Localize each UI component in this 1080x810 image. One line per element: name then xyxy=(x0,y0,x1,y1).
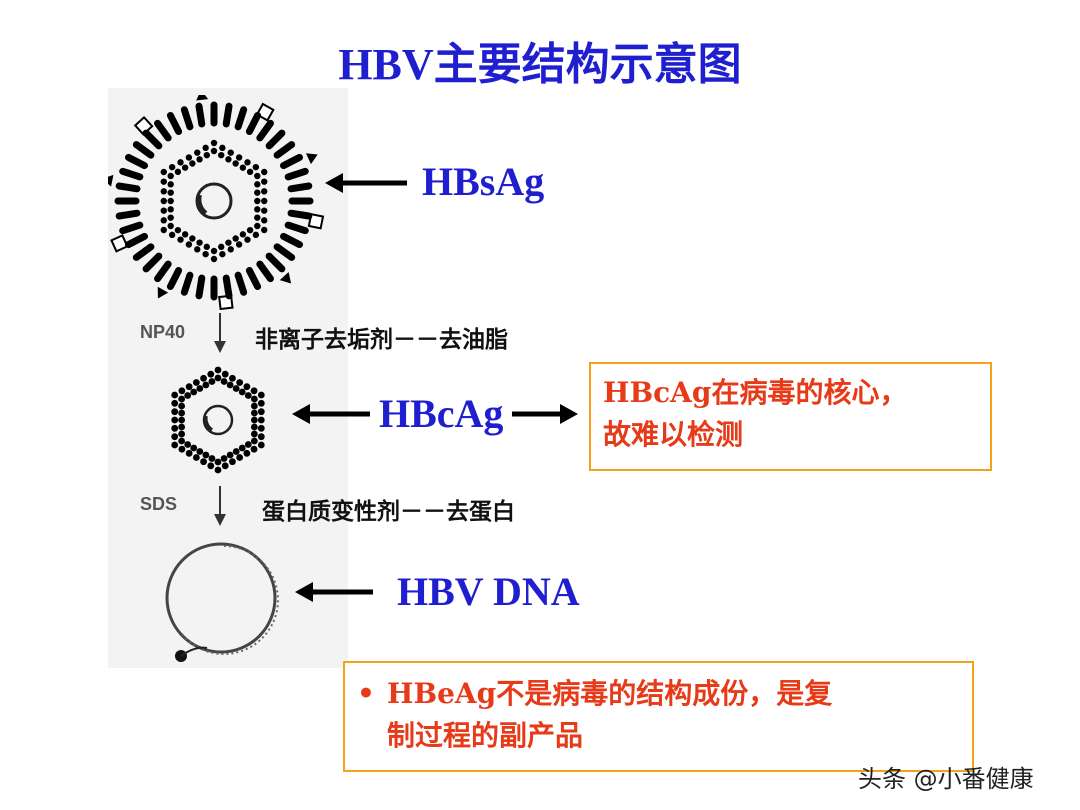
capsid-illustration xyxy=(171,366,265,474)
arrow-down-icon xyxy=(214,486,226,526)
arrow-down-icon xyxy=(214,313,226,353)
arrow-left-icon xyxy=(292,404,370,424)
bullet-icon: • xyxy=(357,677,375,710)
step-tag-sds: SDS xyxy=(140,494,178,514)
arrow-right-icon xyxy=(512,404,578,424)
step-text-np40: 非离子去垢剂－－去油脂 xyxy=(255,327,508,353)
hbcag-note-line2: 故难以检测 xyxy=(603,418,744,451)
page-title: HBV主要结构示意图 xyxy=(338,40,742,89)
arrow-left-icon xyxy=(295,582,373,602)
step-text-sds: 蛋白质变性剂－－去蛋白 xyxy=(262,499,515,525)
label-hbv-dna: HBV DNA xyxy=(397,569,580,614)
hbeag-note-box: • HBeAg不是病毒的结构成份，是复 制过程的副产品 xyxy=(343,661,974,772)
label-hbcag: HBcAg xyxy=(379,391,504,436)
dna-illustration xyxy=(165,542,279,662)
hbeag-note-line2: 制过程的副产品 xyxy=(387,719,584,752)
hbeag-note-line1: HBeAg不是病毒的结构成份，是复 xyxy=(387,677,833,710)
label-hbsag: HBsAg xyxy=(422,159,545,204)
arrow-left-icon xyxy=(325,173,407,193)
hbcag-note-line1: HBcAg在病毒的核心， xyxy=(603,376,908,409)
step-tag-np40: NP40 xyxy=(140,322,186,342)
virion-illustration xyxy=(108,95,325,310)
hbcag-note-box: HBcAg在病毒的核心， 故难以检测 xyxy=(589,362,992,471)
watermark: 头条 @小番健康 xyxy=(858,765,1034,793)
